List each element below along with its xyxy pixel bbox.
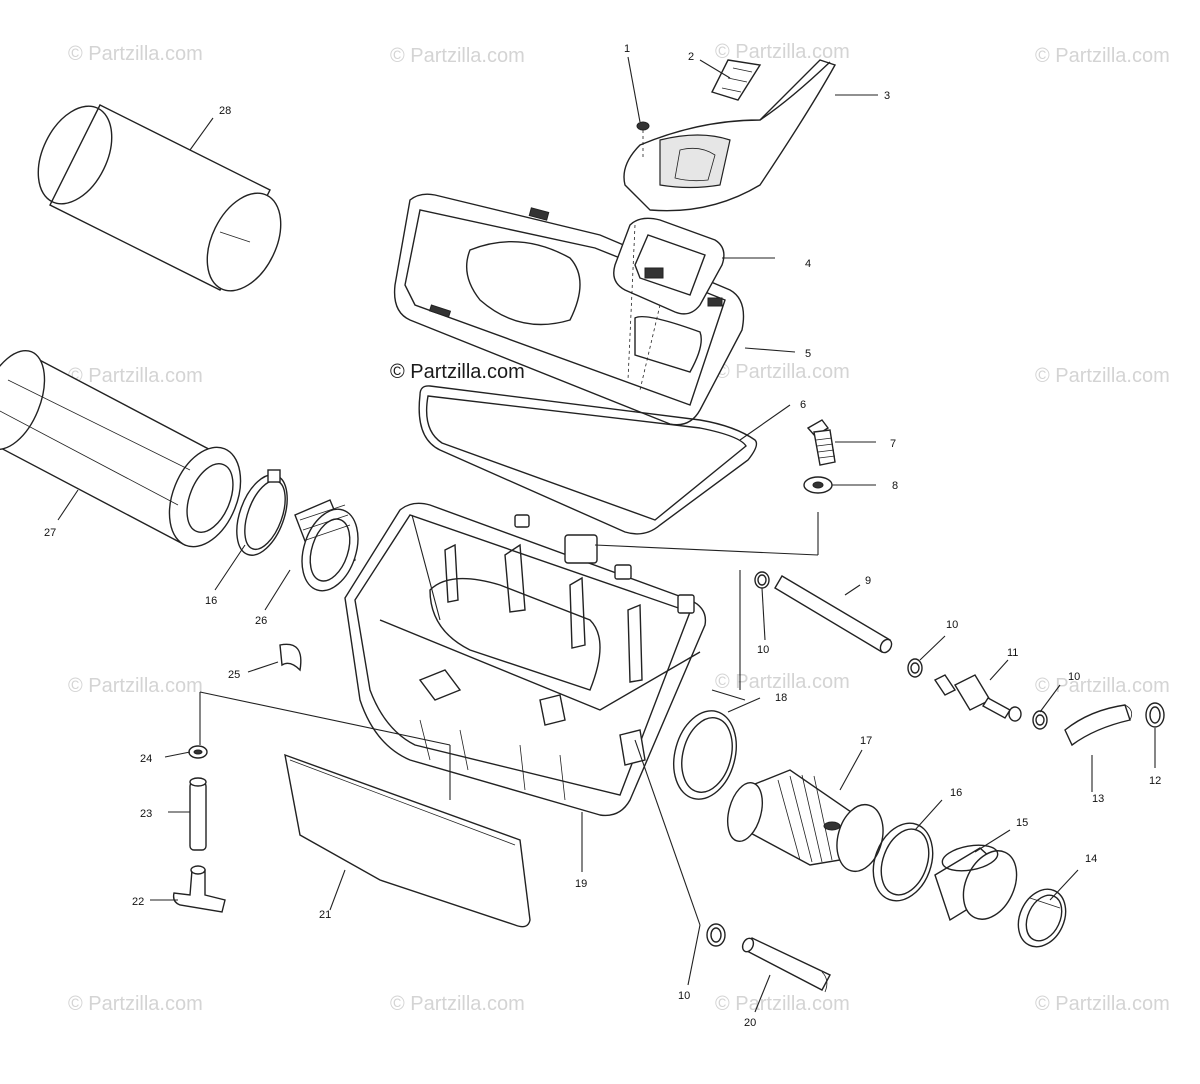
part-23-tube bbox=[189, 777, 207, 851]
part-3-intake-duct bbox=[623, 59, 837, 212]
callout-label: 9 bbox=[865, 575, 871, 587]
watermark: © Partzilla.com bbox=[68, 365, 203, 387]
watermark: © Partzilla.com bbox=[68, 43, 203, 65]
callout-label: 3 bbox=[884, 90, 890, 102]
callout-label: 6 bbox=[800, 399, 806, 411]
callout-label: 28 bbox=[219, 105, 231, 117]
callout-label: 10 bbox=[946, 619, 958, 631]
part-8-washer bbox=[803, 476, 833, 494]
callout-label: 11 bbox=[1007, 647, 1018, 659]
part-5-airbox-lid bbox=[393, 193, 745, 426]
callout-label: 10 bbox=[1068, 671, 1080, 683]
part-21-cover-plate bbox=[284, 753, 531, 928]
part-6-lid-seal bbox=[418, 385, 758, 535]
callout-label: 15 bbox=[1016, 817, 1028, 829]
callout-label: 24 bbox=[140, 753, 152, 765]
part-16-clamp-left bbox=[236, 469, 288, 556]
callout-label: 7 bbox=[890, 438, 896, 450]
callout-label: 5 bbox=[805, 348, 811, 360]
part-17-intake-boot bbox=[727, 769, 884, 873]
part-9-hose bbox=[774, 575, 893, 654]
callout-label: 16 bbox=[950, 787, 962, 799]
part-24-clamp bbox=[188, 745, 208, 759]
part-16-clamp-right bbox=[872, 822, 934, 902]
leader-lines bbox=[57, 56, 1156, 1013]
part-22-tee-fitting bbox=[172, 865, 226, 913]
part-10-clamp bbox=[754, 571, 770, 589]
part-19-airbox bbox=[344, 502, 707, 817]
watermark: © Partzilla.com bbox=[715, 993, 850, 1015]
callout-label: 27 bbox=[44, 527, 56, 539]
part-10-clamp bbox=[1032, 710, 1048, 730]
watermark: © Partzilla.com bbox=[390, 45, 525, 67]
part-27-air-filter bbox=[0, 349, 242, 548]
watermark: © Partzilla.com bbox=[1035, 45, 1170, 67]
callout-label: 19 bbox=[575, 878, 587, 890]
callout-label: 22 bbox=[132, 896, 144, 908]
part-26-adapter bbox=[294, 499, 359, 592]
part-12-clamp bbox=[1145, 702, 1165, 728]
callout-label: 10 bbox=[757, 644, 769, 656]
part-15-rubber-boot bbox=[934, 844, 1018, 922]
callout-label: 12 bbox=[1149, 775, 1161, 787]
callout-label: 8 bbox=[892, 480, 898, 492]
watermark: © Partzilla.com bbox=[1035, 675, 1170, 697]
part-10-clamp bbox=[907, 658, 923, 678]
center-watermark: © Partzilla.com bbox=[390, 361, 525, 383]
watermark: © Partzilla.com bbox=[1035, 993, 1170, 1015]
part-1-screw bbox=[636, 121, 650, 160]
callout-label: 21 bbox=[319, 909, 331, 921]
part-11-valve bbox=[933, 674, 1022, 722]
callout-label: 13 bbox=[1092, 793, 1104, 805]
watermark: © Partzilla.com bbox=[68, 675, 203, 697]
callout-label: 4 bbox=[805, 258, 811, 270]
part-14-clamp bbox=[1017, 888, 1067, 948]
callout-label: 25 bbox=[228, 669, 240, 681]
watermark: © Partzilla.com bbox=[68, 993, 203, 1015]
watermark: © Partzilla.com bbox=[715, 671, 850, 693]
callout-label: 14 bbox=[1085, 853, 1097, 865]
part-28-filter-sleeve bbox=[37, 104, 282, 292]
part-18-outlet-seal bbox=[673, 710, 737, 800]
callout-label: 18 bbox=[775, 692, 787, 704]
part-10-clamp bbox=[706, 923, 726, 947]
callout-label: 26 bbox=[255, 615, 267, 627]
callout-label: 17 bbox=[860, 735, 872, 747]
callout-label: 1 bbox=[624, 43, 630, 55]
watermark: © Partzilla.com bbox=[715, 41, 850, 63]
watermark: © Partzilla.com bbox=[390, 993, 525, 1015]
callout-labels: 1 2 3 4 5 6 7 8 9 10 10 11 10 12 13 14 1… bbox=[44, 43, 1161, 1029]
callout-label: 23 bbox=[140, 808, 152, 820]
watermark: © Partzilla.com bbox=[715, 361, 850, 383]
part-25-clip bbox=[279, 643, 302, 672]
part-7-bolt bbox=[806, 419, 836, 466]
callout-label: 10 bbox=[678, 990, 690, 1002]
callout-label: 20 bbox=[744, 1017, 756, 1029]
callout-label: 16 bbox=[205, 595, 217, 607]
part-2-seal bbox=[711, 59, 762, 101]
part-20-drain-hose bbox=[741, 937, 831, 993]
part-4-plate bbox=[613, 217, 725, 391]
callout-label: 2 bbox=[688, 51, 694, 63]
watermark: © Partzilla.com bbox=[1035, 365, 1170, 387]
part-13-hose bbox=[1064, 704, 1133, 747]
